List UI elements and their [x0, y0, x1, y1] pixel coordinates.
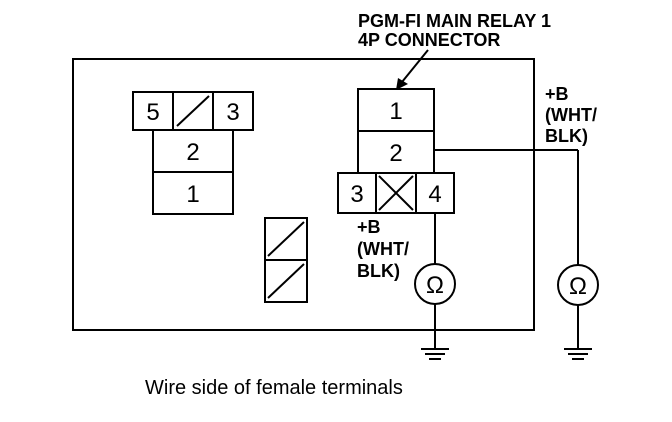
relay-pin-1: 1: [389, 98, 402, 125]
relay-pin-3: 3: [350, 181, 363, 208]
right-label-line-2: (WHT/: [545, 105, 597, 125]
right-ohmmeter-circuit: Ω: [557, 264, 599, 360]
right-ground-icon: [564, 348, 592, 360]
left-pin-2: 2: [186, 139, 199, 166]
title-line-2: 4P CONNECTOR: [358, 30, 500, 50]
blank-terminal-pair: [264, 217, 308, 303]
right-label-line-3: BLK): [545, 126, 588, 146]
relay-connector: 1 2 3 4: [337, 88, 455, 214]
left-pin-5: 5: [146, 99, 159, 126]
center-label-line-3: BLK): [357, 261, 400, 281]
left-pin-3: 3: [226, 99, 239, 126]
center-ground-icon: [421, 348, 449, 360]
center-ohm-icon: Ω: [426, 272, 444, 299]
connector-outline: [72, 58, 535, 331]
diagram-caption: Wire side of female terminals: [145, 377, 403, 399]
relay-pin-2: 2: [389, 140, 402, 167]
pin-2-wire: [434, 149, 579, 265]
left-pin-1: 1: [186, 181, 199, 208]
center-wire-label: +B (WHT/ BLK): [357, 217, 409, 281]
relay-pin-4: 4: [428, 181, 441, 208]
title-leader-arrow: [396, 49, 429, 90]
right-wire-label: +B (WHT/ BLK): [545, 84, 597, 146]
right-ohm-icon: Ω: [569, 273, 587, 300]
center-ohmmeter-circuit: Ω: [414, 263, 456, 360]
left-connector: 5 3 2 1: [132, 91, 254, 215]
title-line-1: PGM-FI MAIN RELAY 1: [358, 11, 551, 31]
right-label-line-1: +B: [545, 84, 569, 104]
center-label-line-2: (WHT/: [357, 239, 409, 259]
center-label-line-1: +B: [357, 217, 381, 237]
